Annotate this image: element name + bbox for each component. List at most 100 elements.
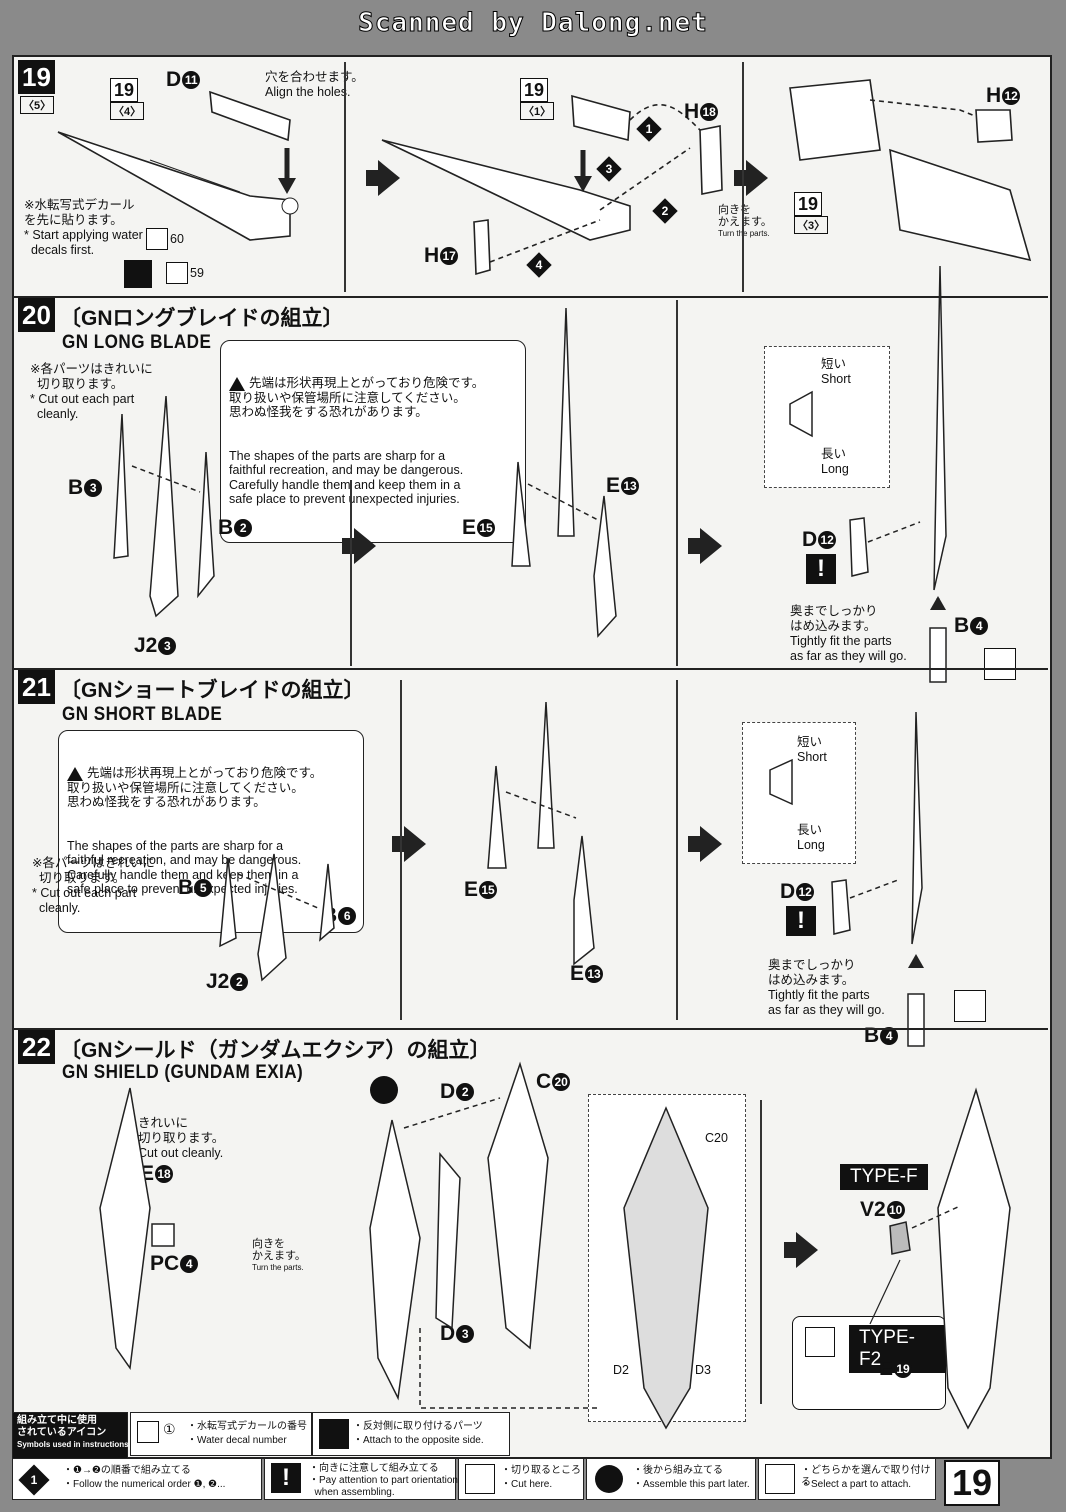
divider bbox=[676, 300, 678, 666]
cut-note: きれいに 切り取ります。Cut out cleanly. bbox=[138, 1116, 225, 1160]
divider bbox=[400, 680, 402, 1020]
step-divider bbox=[12, 296, 1048, 298]
legend-select: ・どちらかを選んで取り付ける ・Select a part to attach. bbox=[758, 1458, 936, 1500]
decal-note: ※水転写式デカール を先に貼ります。* Start applying water… bbox=[24, 198, 143, 257]
type-f-label: TYPE-F bbox=[840, 1164, 928, 1190]
flow-arrow bbox=[688, 826, 722, 862]
blade-drawing-20 bbox=[113, 265, 947, 683]
ref-step-sub: 〈1〉 bbox=[520, 102, 555, 120]
attention-icon: ! bbox=[806, 554, 836, 584]
decal-icon bbox=[166, 262, 188, 284]
step-title-en: GN SHORT BLADE bbox=[62, 704, 223, 725]
legend-attention: ! ・向きに注意して組み立てる ・Pay attention to part o… bbox=[264, 1458, 458, 1500]
align-note: 穴を合わせます。Align the holes. bbox=[265, 70, 364, 99]
step-number: 20 bbox=[18, 298, 55, 332]
ref-step-sub: 〈4〉 bbox=[110, 102, 145, 120]
flow-arrow bbox=[784, 1232, 818, 1268]
divider bbox=[676, 680, 678, 1020]
ref-step-sub: 〈3〉 bbox=[794, 216, 829, 234]
fit-note: 奥までしっかり はめ込みます。Tightly fit the parts as … bbox=[790, 604, 907, 663]
divider bbox=[760, 1100, 762, 1404]
cut-here-icon bbox=[984, 648, 1016, 680]
ref-step: 19 bbox=[110, 78, 139, 102]
step-title-en: GN LONG BLADE bbox=[62, 332, 212, 353]
order-marker: 4 bbox=[526, 252, 552, 278]
fit-note: 奥までしっかり はめ込みます。Tightly fit the parts as … bbox=[768, 958, 885, 1017]
step-divider bbox=[12, 668, 1048, 670]
step-number: 22 bbox=[18, 1030, 55, 1064]
turn-note: 向きを かえます。Turn the parts. bbox=[718, 204, 772, 238]
turn-note: 向きを かえます。Turn the parts. bbox=[252, 1238, 306, 1272]
divider bbox=[742, 62, 744, 292]
assemble-later-icon bbox=[370, 1076, 398, 1104]
legend-order: 1 ・❶→❷の順番で組み立てる ・Follow the numerical or… bbox=[12, 1458, 262, 1500]
detail-c20: C20 bbox=[705, 1131, 728, 1145]
blade-drawing-19a bbox=[57, 79, 1032, 276]
flow-arrow bbox=[342, 528, 376, 564]
legend-later: ・後から組み立てる ・Assemble this part later. bbox=[586, 1458, 756, 1500]
decal-num-a: 60 bbox=[170, 232, 184, 246]
cut-note: ※各パーツはきれいに 切り取ります。* Cut out each part cl… bbox=[32, 856, 155, 915]
step-divider bbox=[12, 1028, 1048, 1030]
cut-here-icon bbox=[954, 990, 986, 1022]
shield-drawing-22 bbox=[99, 1061, 1011, 1430]
attention-icon: ! bbox=[786, 906, 816, 936]
page-number: 19 bbox=[944, 1460, 1000, 1506]
divider bbox=[350, 480, 352, 666]
step-number: 19 bbox=[18, 60, 55, 94]
sharp-warning: 先端は形状再現上とがっており危険です。 取り扱いや保管場所に注意してください。 … bbox=[58, 730, 364, 933]
order-icon: 1 bbox=[18, 1464, 50, 1496]
opposite-icon bbox=[124, 260, 152, 288]
decal-icon bbox=[146, 228, 168, 250]
legend-opposite: ・反対側に取り付けるパーツ ・Attach to the opposite si… bbox=[312, 1412, 510, 1456]
decal-num-b: 59 bbox=[190, 266, 204, 280]
scan-credit: Scanned by Dalong.net bbox=[358, 8, 708, 39]
attention-icon: ! bbox=[271, 1463, 301, 1493]
opposite-icon bbox=[319, 1419, 349, 1449]
flow-arrow bbox=[392, 826, 426, 862]
detail-d3: D3 bbox=[695, 1363, 711, 1377]
step-number: 21 bbox=[18, 670, 55, 704]
step-title-jp: 〔GNショートブレイドの組立〕 bbox=[60, 679, 365, 702]
order-marker: 3 bbox=[596, 156, 622, 182]
divider bbox=[344, 62, 346, 292]
step-title-jp: 〔GNシールド（ガンダムエクシア）の組立〕 bbox=[60, 1039, 491, 1062]
flow-arrow bbox=[688, 528, 722, 564]
step-title-jp: 〔GNロングブレイドの組立〕 bbox=[60, 307, 344, 330]
cut-here-icon bbox=[465, 1464, 495, 1494]
legend-decal: ① ・水転写式デカールの番号 ・Water decal number bbox=[130, 1412, 312, 1456]
step-sub: 〈5〉 bbox=[20, 96, 55, 114]
legend-cut: ・切り取るところ ・Cut here. bbox=[458, 1458, 584, 1500]
flow-arrow bbox=[366, 160, 400, 196]
